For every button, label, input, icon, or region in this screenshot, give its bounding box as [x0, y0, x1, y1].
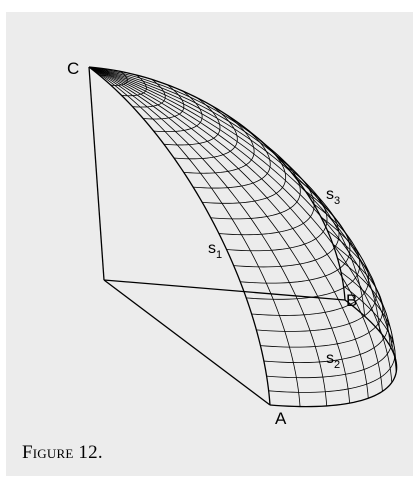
- mesh-longitude-line: [88, 66, 381, 332]
- surface-label-s2: s2: [326, 350, 340, 371]
- mesh-longitude-line: [88, 66, 397, 372]
- mesh-longitude-line: [88, 66, 350, 404]
- vertex-label-a: A: [275, 409, 287, 428]
- mesh-longitude-line: [88, 66, 366, 317]
- spherical-surface-mesh: [88, 66, 397, 407]
- vertex-label-b: B: [346, 291, 357, 310]
- mesh-longitude-line: [88, 66, 301, 407]
- mesh-longitude-line: [88, 66, 369, 399]
- mesh-longitude-line: [88, 66, 397, 360]
- arc-s1: [88, 66, 271, 406]
- mesh-longitude-line: [88, 66, 391, 347]
- mesh-longitude-line: [88, 66, 393, 383]
- surface-label-s3: s3: [326, 186, 340, 207]
- edge-o-a: [103, 279, 271, 406]
- vertex-label-c: C: [67, 59, 79, 78]
- surface-label-s1: s1: [208, 240, 222, 261]
- arc-s3: [88, 66, 346, 301]
- mesh-longitude-line: [88, 66, 328, 406]
- arc-s2: [269, 299, 398, 408]
- mesh-longitude-line: [88, 66, 383, 392]
- edge-o-b: [103, 279, 346, 301]
- edge-o-c: [88, 66, 105, 281]
- figure-caption: Figure 12.: [22, 442, 103, 463]
